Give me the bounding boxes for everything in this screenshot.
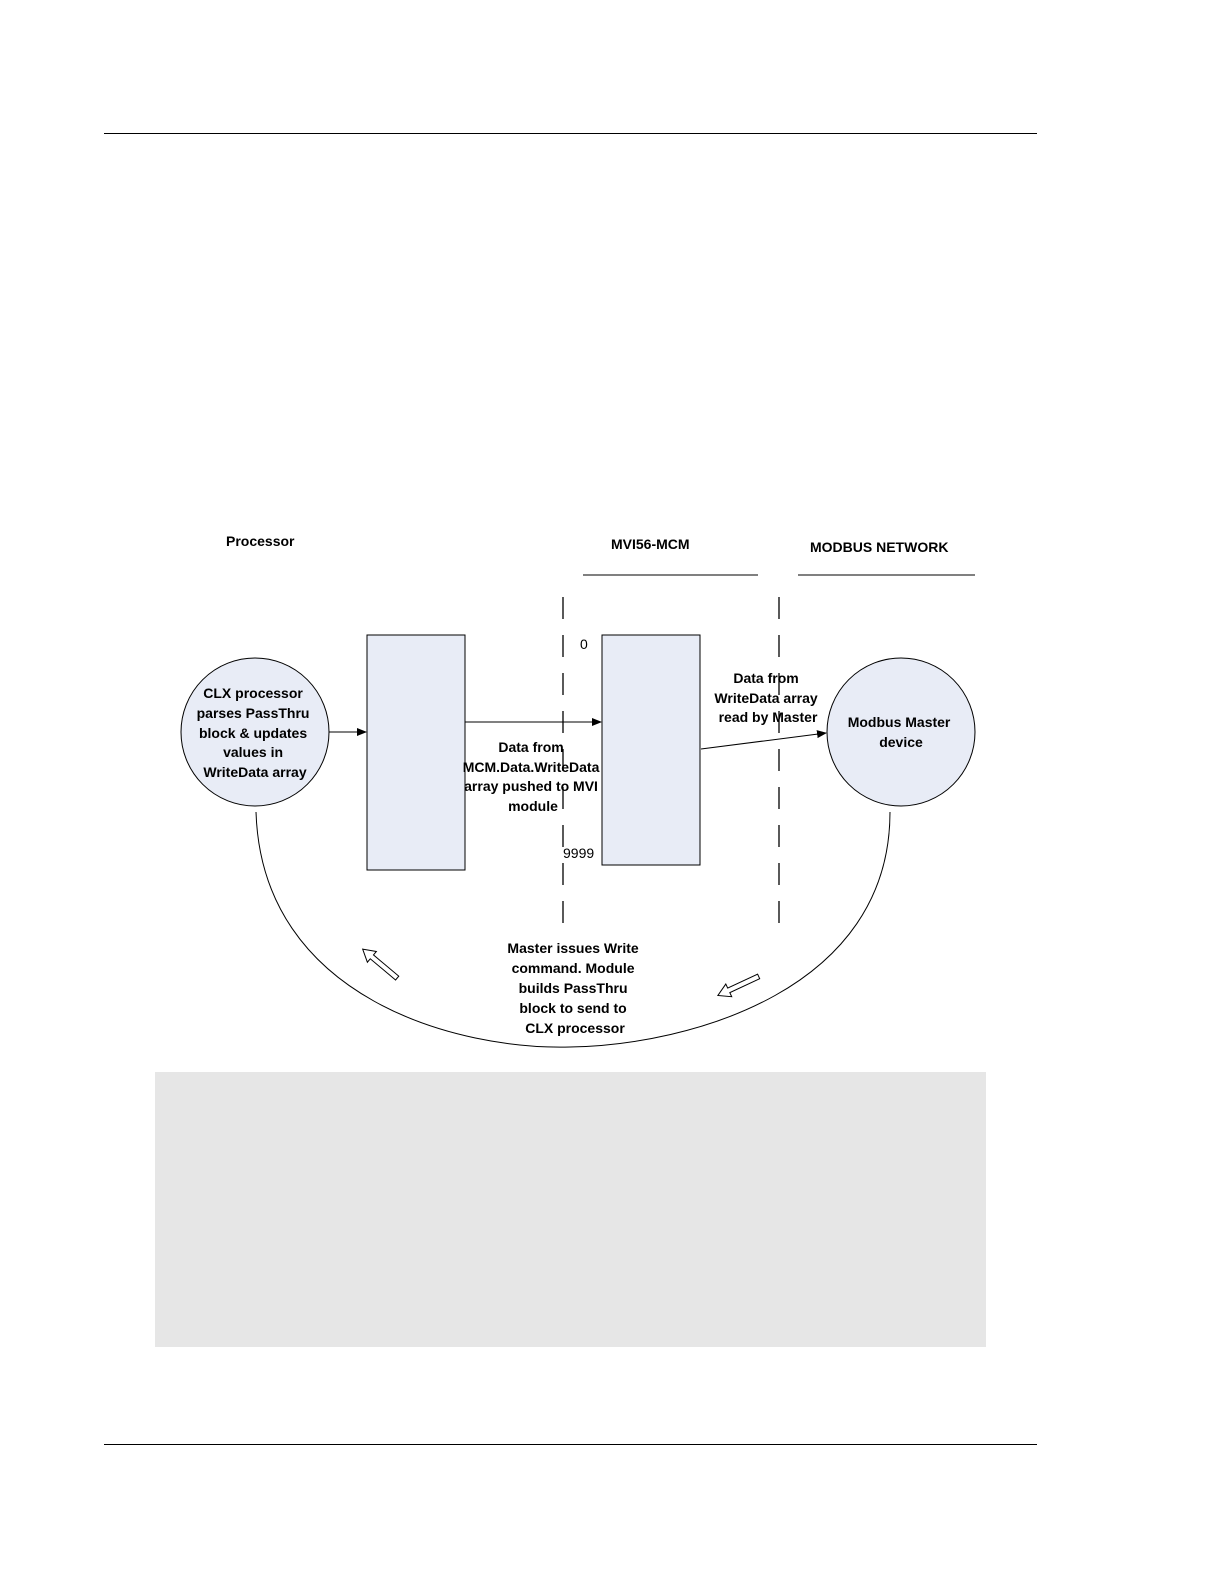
- address-end-label: 9999: [563, 845, 594, 861]
- address-start-label: 0: [580, 636, 588, 652]
- hollow-arrow-left-icon: [361, 948, 400, 981]
- header-rule: [104, 133, 1037, 134]
- note-box: [155, 1072, 986, 1347]
- footer-rule: [104, 1444, 1037, 1445]
- hollow-arrow-right-icon: [716, 973, 761, 998]
- passthru-loop-arc: [255, 811, 891, 1048]
- master-write-loop-label: Master issues Write command. Module buil…: [507, 940, 642, 1036]
- modbus-master-label: Modbus Master device: [848, 714, 955, 750]
- modbus-master-node: [826, 657, 976, 807]
- processor-header: Processor: [226, 533, 295, 549]
- processor-writedata-block: [366, 634, 466, 871]
- clx-processor-label: CLX processor parses PassThru block & up…: [197, 685, 314, 780]
- read-data-label: Data from WriteData array read by Master: [714, 670, 821, 725]
- push-data-label: Data from MCM.Data.WriteData array pushe…: [463, 739, 604, 814]
- module-header: MVI56-MCM: [611, 536, 690, 552]
- module-writedata-block: [601, 634, 701, 866]
- passthru-write-diagram: Processor MVI56-MCM MODBUS NETWORK CLX p…: [180, 533, 976, 1048]
- read-by-master-arrow: [700, 730, 827, 750]
- network-header: MODBUS NETWORK: [810, 539, 948, 555]
